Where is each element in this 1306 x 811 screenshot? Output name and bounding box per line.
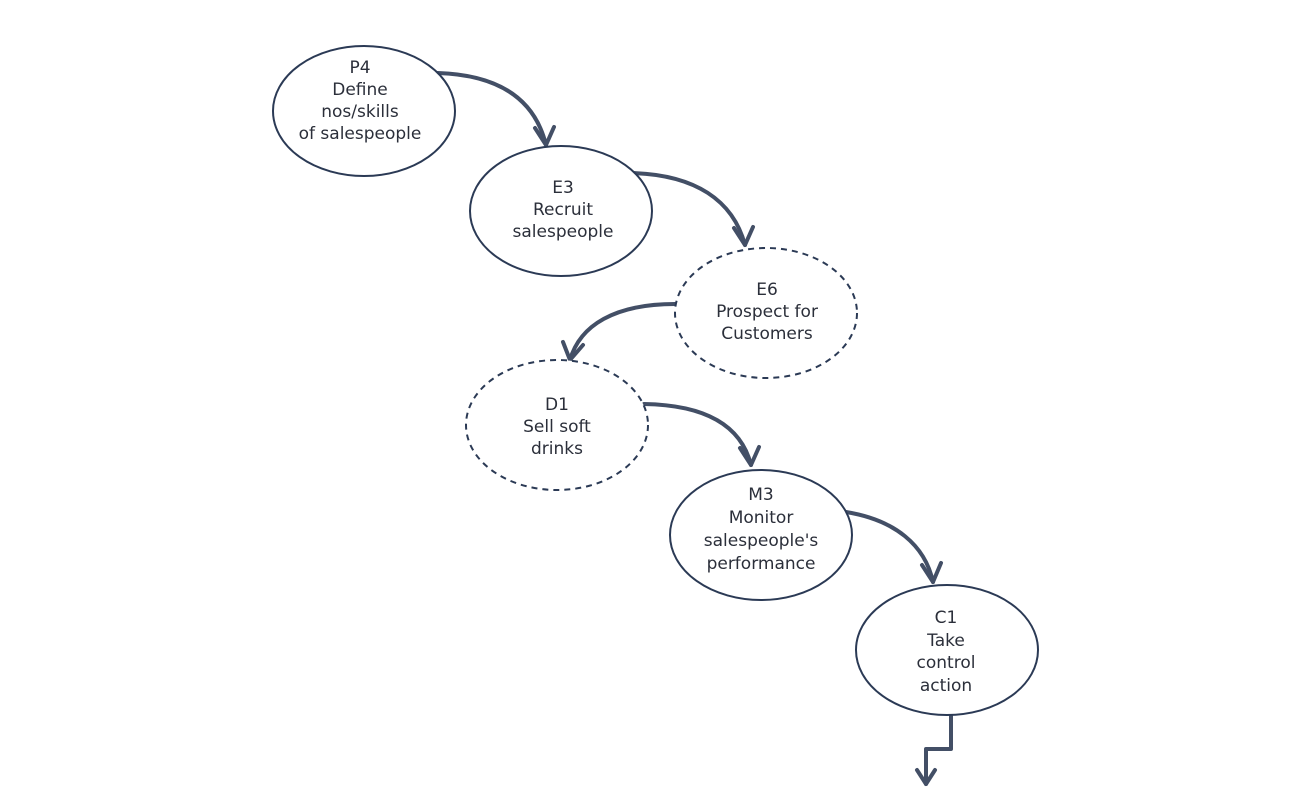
node-c1[interactable]: C1 Take control action (855, 584, 1039, 716)
node-e3[interactable]: E3 Recruit salespeople (469, 145, 653, 277)
arrow-e6-to-d1-head (561, 340, 585, 362)
node-d1-shape (465, 359, 649, 491)
arrow-m3-to-c1 (844, 510, 935, 584)
arrow-m3-to-c1-head (920, 561, 943, 584)
edges (436, 71, 953, 786)
node-p4[interactable]: P4 Define nos/skills of salespeople (272, 45, 456, 177)
node-m3-line-4: performance (707, 554, 816, 574)
node-p4-shape (272, 45, 456, 177)
node-m3-line-2: Monitor (729, 508, 794, 528)
arrow-e6-to-d1 (568, 302, 677, 362)
node-e6-line-1: E6 (756, 280, 778, 300)
arrow-p4-to-e3 (436, 71, 548, 147)
arrow-e3-to-e6-head (732, 225, 755, 247)
node-m3-line-1: M3 (748, 485, 773, 505)
arrow-c1-continuation (924, 714, 953, 786)
node-m3-shape (669, 469, 853, 601)
arrow-p4-to-e3-head (533, 125, 556, 147)
node-m3-line-3: salespeople's (704, 531, 819, 551)
node-e6-shape (674, 247, 858, 379)
arrow-d1-to-m3-head (738, 445, 761, 467)
node-e6-line-2: Prospect for (716, 302, 818, 322)
arrow-c1-continuation-head (915, 768, 937, 786)
node-e3-shape (469, 145, 653, 277)
node-d1[interactable]: D1 Sell soft drinks (465, 359, 649, 491)
node-p4-line-1: P4 (349, 58, 370, 78)
node-p4-line-3: nos/skills (321, 102, 399, 122)
node-c1-line-4: action (920, 676, 972, 696)
arrow-e3-to-e6 (631, 171, 747, 247)
node-e3-line-1: E3 (552, 178, 574, 198)
node-d1-line-3: drinks (531, 439, 583, 459)
node-p4-line-2: Define (332, 80, 388, 100)
node-c1-line-3: control (917, 653, 976, 673)
node-c1-line-1: C1 (935, 608, 958, 628)
node-m3[interactable]: M3 Monitor salespeople's performance (669, 469, 853, 601)
node-c1-shape (855, 584, 1039, 716)
node-e6[interactable]: E6 Prospect for Customers (674, 247, 858, 379)
node-e3-line-2: Recruit (533, 200, 593, 220)
node-e3-line-3: salespeople (513, 222, 614, 242)
node-d1-line-2: Sell soft (523, 417, 591, 437)
node-c1-line-2: Take (926, 631, 965, 651)
arrow-d1-to-m3 (642, 402, 753, 467)
node-d1-line-1: D1 (545, 395, 569, 415)
node-p4-line-4: of salespeople (299, 124, 422, 144)
node-e6-line-3: Customers (721, 324, 813, 344)
